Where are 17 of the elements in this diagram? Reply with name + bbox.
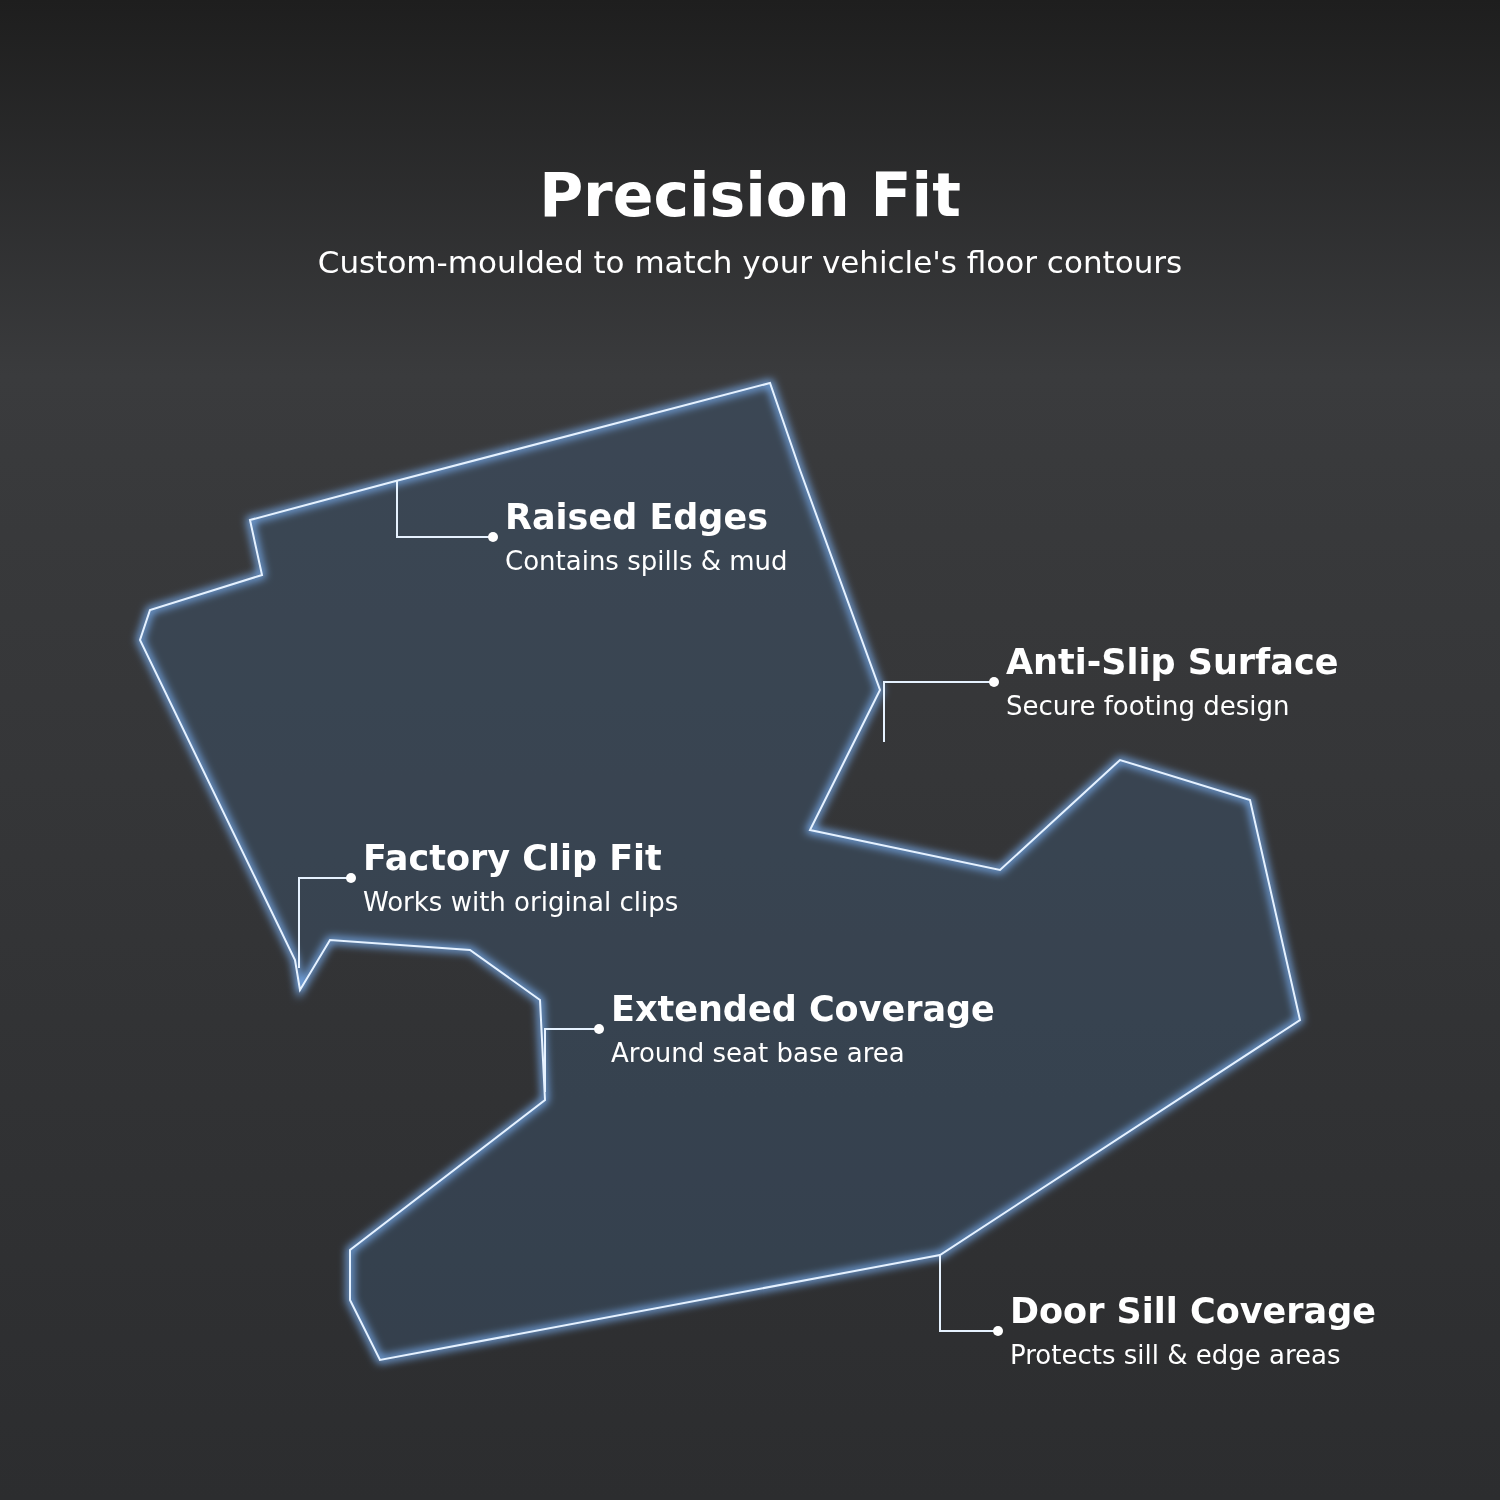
subtitle: Custom-moulded to match your vehicle's floor contours	[316, 244, 1184, 280]
callout-description: Around seat base area	[611, 1037, 906, 1070]
callout-description: Protects sill & edge areas	[1010, 1339, 1342, 1372]
leader-line	[883, 677, 999, 743]
title: Precision Fit	[538, 160, 962, 230]
leader-line	[544, 1024, 604, 1093]
callout-description: Secure footing design	[1006, 690, 1291, 723]
leader-line	[298, 873, 356, 969]
callout-heading: Anti-Slip Surface	[1006, 641, 1339, 684]
leader-line	[396, 480, 498, 542]
callout-description: Works with original clips	[363, 886, 679, 919]
leader-line	[939, 1254, 1003, 1336]
callout-description: Contains spills & mud	[505, 545, 788, 578]
callout-heading: Raised Edges	[505, 496, 769, 539]
callout-heading: Factory Clip Fit	[363, 837, 663, 880]
callout-heading: Extended Coverage	[611, 988, 995, 1031]
callout-heading: Door Sill Coverage	[1010, 1290, 1376, 1333]
